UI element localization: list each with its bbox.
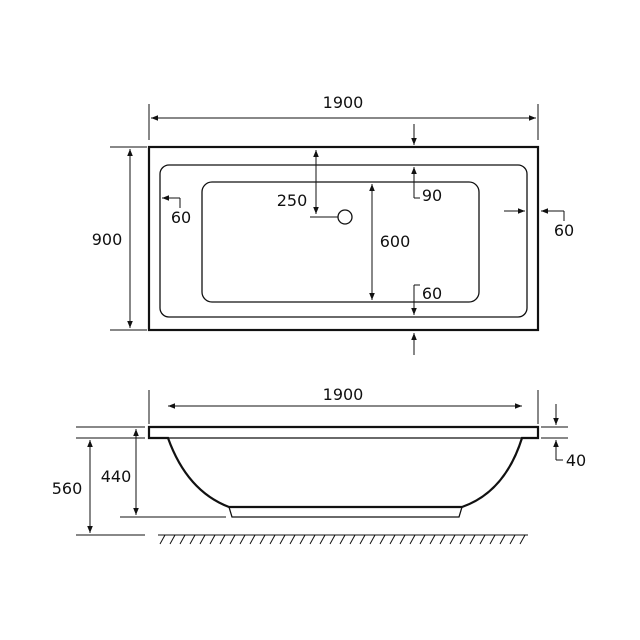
hatch-tick [239, 534, 246, 545]
hatch-tick [519, 534, 526, 545]
plan-view: 1900 900 60 60 250 90 600 [92, 93, 574, 355]
right-rim-label: 60 [554, 221, 574, 240]
hatch-tick [369, 534, 376, 545]
hatch-tick [349, 534, 356, 545]
hatch-tick [269, 534, 276, 545]
hatch-tick [469, 534, 476, 545]
top-rim-label: 90 [422, 186, 442, 205]
hatch-tick [249, 534, 256, 545]
hatch-tick [409, 534, 416, 545]
waste-outlet-icon [337, 209, 353, 225]
hatch-tick [219, 534, 226, 545]
left-rim-label: 60 [171, 208, 191, 227]
hatch-tick [169, 534, 176, 545]
bath-profile [147, 425, 540, 509]
waste-offset-label: 250 [277, 191, 308, 210]
rim-thickness-label: 40 [566, 451, 586, 470]
hatch-tick [229, 534, 236, 545]
hatch-tick [259, 534, 266, 545]
hatch-tick [309, 534, 316, 545]
hatch-tick [419, 534, 426, 545]
bath-outer-rim [147, 145, 540, 332]
hatch-tick [429, 534, 436, 545]
hatch-tick [399, 534, 406, 545]
hatch-tick [509, 534, 516, 545]
hatch-tick [329, 534, 336, 545]
side-view: 1900 560 440 40 [52, 385, 586, 545]
hatch-tick [489, 534, 496, 545]
overall-height-label: 560 [52, 479, 83, 498]
hatch-tick [379, 534, 386, 545]
bath-base [228, 506, 463, 518]
side-length-label: 1900 [323, 385, 364, 404]
bath-basin [201, 181, 480, 303]
hatch-tick [179, 534, 186, 545]
hatch-tick [159, 534, 166, 545]
bath-inner-rim [159, 164, 528, 318]
hatch-tick [479, 534, 486, 545]
hatch-tick [459, 534, 466, 545]
hatch-tick [199, 534, 206, 545]
hatch-tick [449, 534, 456, 545]
hatch-tick [289, 534, 296, 545]
bottom-rim-label: 60 [422, 284, 442, 303]
basin-depth-label: 440 [101, 467, 132, 486]
hatch-tick [359, 534, 366, 545]
basin-width-label: 600 [380, 232, 411, 251]
hatch-tick [499, 534, 506, 545]
hatch-tick [279, 534, 286, 545]
plan-width-label: 900 [92, 230, 123, 249]
hatch-tick [339, 534, 346, 545]
floor-hatching [158, 534, 528, 545]
hatch-tick [299, 534, 306, 545]
hatch-tick [389, 534, 396, 545]
plan-length-label: 1900 [323, 93, 364, 112]
hatch-tick [189, 534, 196, 545]
hatch-tick [209, 534, 216, 545]
hatch-tick [439, 534, 446, 545]
hatch-tick [319, 534, 326, 545]
